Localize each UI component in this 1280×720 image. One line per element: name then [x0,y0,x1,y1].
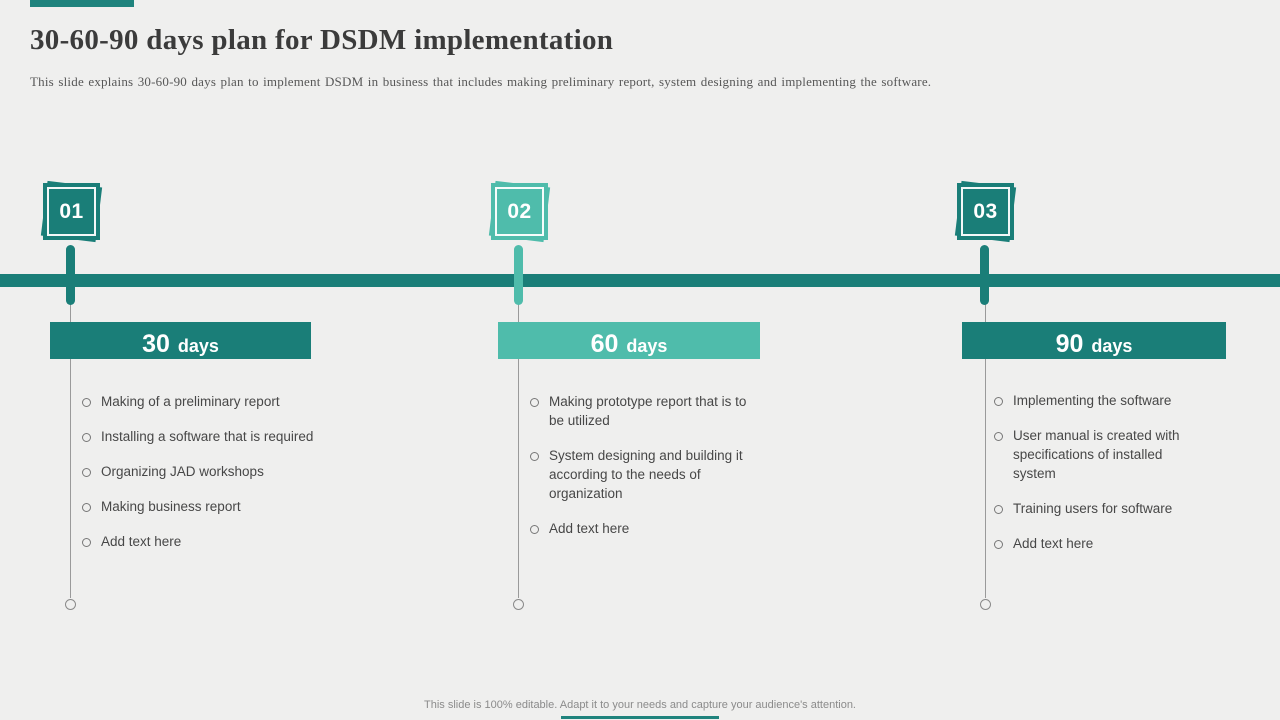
milestone-badge-03: 03 [954,180,1017,243]
list-item: Add text here [82,532,322,551]
list-item: System designing and building it accordi… [530,446,758,503]
item-text: Add text here [101,534,182,549]
list-item: Organizing JAD workshops [82,462,322,481]
item-text: Add text here [549,521,630,536]
bullet-list-60-days: Making prototype report that is to be ut… [530,392,758,554]
column-line-endpoint [980,599,991,610]
days-header-text: 30 days [142,326,219,363]
days-number: 90 [1055,330,1084,358]
badge-number: 01 [59,199,84,223]
item-text: Installing a software that is required [101,429,314,444]
days-number: 60 [590,330,619,358]
days-header-text: 60 days [591,326,668,363]
item-text: User manual is created with specificatio… [1013,428,1180,481]
days-header-30: 30 days [50,322,311,359]
list-item: Making prototype report that is to be ut… [530,392,758,430]
timeline-bar [0,274,1280,287]
footer-note: This slide is 100% editable. Adapt it to… [424,699,856,711]
bullet-icon [82,433,91,442]
page-title: 30-60-90 days plan for DSDM implementati… [30,24,614,56]
list-item: Implementing the software [994,391,1209,410]
item-text: Making business report [101,499,241,514]
item-text: Making of a preliminary report [101,394,280,409]
bullet-icon [530,525,539,534]
list-item: Making business report [82,497,322,516]
column-guide-line [518,300,519,598]
badge-number: 03 [973,199,998,223]
bullet-icon [530,398,539,407]
item-text: Organizing JAD workshops [101,464,264,479]
bullet-icon [82,538,91,547]
days-label: days [1091,336,1133,356]
badge-stem [66,245,75,305]
badge-number: 02 [507,199,532,223]
page-subtitle: This slide explains 30-60-90 days plan t… [30,74,932,89]
column-line-endpoint [65,599,76,610]
list-item: Add text here [994,534,1209,553]
list-item: Add text here [530,519,758,538]
days-header-90: 90 days [962,322,1226,359]
bullet-icon [82,468,91,477]
top-accent-bar [30,0,134,7]
days-label: days [626,336,668,356]
list-item: User manual is created with specificatio… [994,426,1209,483]
milestone-badge-02: 02 [488,180,551,243]
list-item: Training users for software [994,499,1209,518]
badge-inner-border [47,187,96,236]
badge-front-shape: 03 [957,183,1014,240]
bullet-icon [82,503,91,512]
footer-accent-line [561,716,719,719]
bullet-icon [530,452,539,461]
days-header-text: 90 days [1056,326,1133,363]
item-text: Implementing the software [1013,393,1172,408]
bullet-icon [994,540,1003,549]
bullet-list-30-days: Making of a preliminary report Installin… [82,392,322,567]
list-item: Installing a software that is required [82,427,322,446]
days-label: days [177,336,219,356]
bullet-list-90-days: Implementing the software User manual is… [994,391,1209,569]
bullet-icon [994,397,1003,406]
item-text: Making prototype report that is to be ut… [549,394,747,428]
badge-inner-border [495,187,544,236]
item-text: Training users for software [1013,501,1173,516]
list-item: Making of a preliminary report [82,392,322,411]
column-line-endpoint [513,599,524,610]
days-header-60: 60 days [498,322,760,359]
item-text: System designing and building it accordi… [549,448,743,501]
column-guide-line [70,300,71,598]
badge-stem [514,245,523,305]
item-text: Add text here [1013,536,1094,551]
bullet-icon [994,505,1003,514]
badge-inner-border [961,187,1010,236]
badge-stem [980,245,989,305]
bullet-icon [82,398,91,407]
bullet-icon [994,432,1003,441]
days-number: 30 [142,330,170,358]
badge-front-shape: 01 [43,183,100,240]
badge-front-shape: 02 [491,183,548,240]
milestone-badge-01: 01 [40,180,103,243]
column-guide-line [985,300,986,598]
